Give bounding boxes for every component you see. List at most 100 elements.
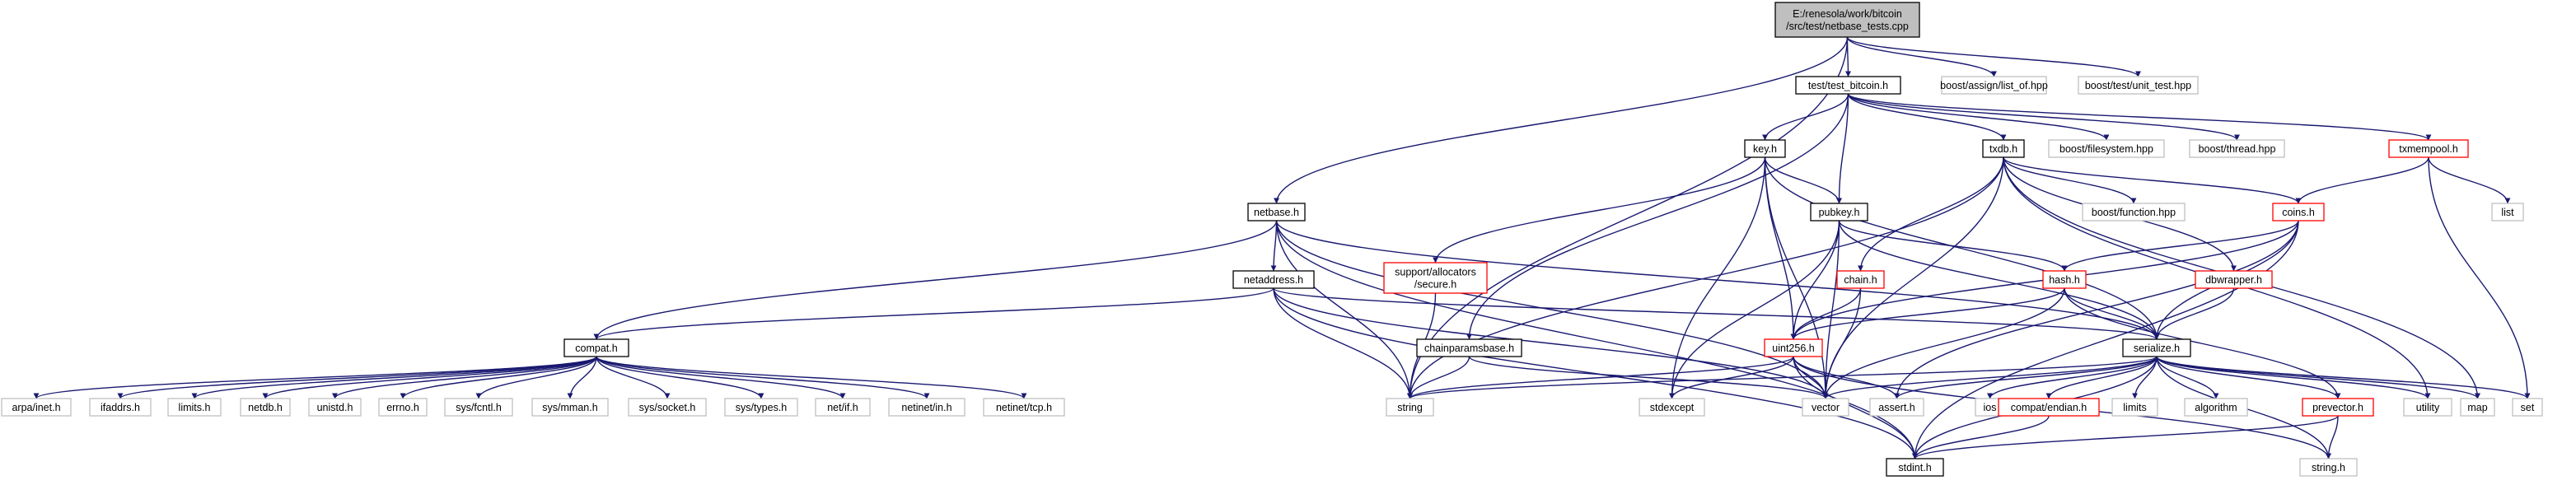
node-boost-thread[interactable]: boost/thread.hpp bbox=[2189, 139, 2285, 158]
node-label: sys/socket.h bbox=[639, 402, 696, 413]
node-coins[interactable]: coins.h bbox=[2272, 203, 2325, 222]
node-netdb[interactable]: netdb.h bbox=[240, 398, 291, 417]
node-netinet-tcp[interactable]: netinet/tcp.h bbox=[983, 398, 1065, 417]
edge-txdb-to-boost_function bbox=[2003, 156, 2137, 204]
node-assert[interactable]: assert.h bbox=[1869, 398, 1924, 417]
node-label: netdb.h bbox=[248, 402, 283, 413]
node-hash[interactable]: hash.h bbox=[2042, 270, 2087, 289]
node-box bbox=[1416, 338, 1522, 357]
node-box bbox=[983, 398, 1065, 417]
node-txmempool[interactable]: txmempool.h bbox=[2388, 139, 2469, 158]
node-algorithm[interactable]: algorithm bbox=[2184, 398, 2248, 417]
edge-root-to-netbase bbox=[1274, 36, 1849, 204]
node-label: string bbox=[1397, 402, 1423, 413]
node-unistd[interactable]: unistd.h bbox=[308, 398, 362, 417]
node-boost-filesystem[interactable]: boost/filesystem.hpp bbox=[2048, 139, 2165, 158]
node-label: ios bbox=[1984, 402, 1997, 413]
node-arpa-inet[interactable]: arpa/inet.h bbox=[1, 398, 72, 417]
edge-txdb-to-coins bbox=[2003, 156, 2302, 204]
edge-netaddress-to-compat bbox=[593, 287, 1274, 340]
node-limits[interactable]: limits bbox=[2111, 398, 2158, 417]
node-box bbox=[1982, 139, 2025, 158]
node-boost-function[interactable]: boost/function.hpp bbox=[2082, 203, 2186, 222]
node-box bbox=[2299, 458, 2358, 477]
node-utility[interactable]: utility bbox=[2403, 398, 2452, 417]
edge-coins-to-stdint bbox=[1912, 220, 2299, 459]
edge-chain-to-uint256 bbox=[1790, 287, 1862, 340]
node-label: limits.h bbox=[179, 402, 211, 413]
node-string[interactable]: string bbox=[1386, 398, 1434, 417]
node-label: netinet/in.h bbox=[901, 402, 951, 413]
node-sys-fcntl[interactable]: sys/fcntl.h bbox=[444, 398, 513, 417]
node-stdexcept[interactable]: stdexcept bbox=[1639, 398, 1705, 417]
edge-compat-to-errno bbox=[400, 356, 597, 399]
edge-key-to-support_alloc bbox=[1433, 156, 1766, 263]
node-pubkey[interactable]: pubkey.h bbox=[1810, 203, 1868, 222]
node-label: vector bbox=[1812, 402, 1840, 413]
node-label: dbwrapper.h bbox=[2205, 274, 2262, 286]
edge-netaddress-to-vector bbox=[1273, 287, 1829, 399]
edge-prevector-to-string_h bbox=[2326, 415, 2339, 459]
node-box bbox=[1810, 203, 1868, 222]
node-sys-socket[interactable]: sys/socket.h bbox=[628, 398, 707, 417]
node-label: chain.h bbox=[1844, 274, 1877, 286]
node-label: boost/test/unit_test.hpp bbox=[2085, 80, 2191, 91]
node-box bbox=[1795, 76, 1901, 95]
node-txdb[interactable]: txdb.h bbox=[1982, 139, 2025, 158]
edge-serialize-to-map bbox=[2156, 356, 2480, 399]
node-box bbox=[2184, 398, 2248, 417]
edge-test_bitcoin-to-chainparamsbase bbox=[1466, 93, 1849, 340]
node-prevector[interactable]: prevector.h bbox=[2302, 398, 2374, 417]
node-netaddress[interactable]: netaddress.h bbox=[1232, 270, 1315, 289]
edge-txmempool-to-coins bbox=[2295, 156, 2429, 204]
node-test-bitcoin[interactable]: test/test_bitcoin.h bbox=[1795, 76, 1901, 95]
node-label: txmempool.h bbox=[2399, 143, 2458, 155]
node-uint256[interactable]: uint256.h bbox=[1764, 338, 1823, 357]
node-netbase[interactable]: netbase.h bbox=[1247, 203, 1306, 222]
node-string-h[interactable]: string.h bbox=[2299, 458, 2358, 477]
node-sys-mman[interactable]: sys/mman.h bbox=[531, 398, 609, 417]
node-label: list bbox=[2501, 207, 2514, 218]
node-net-if[interactable]: net/if.h bbox=[815, 398, 871, 417]
node-box bbox=[89, 398, 152, 417]
edge-pubkey-to-hash bbox=[1838, 220, 2068, 272]
node-errno[interactable]: errno.h bbox=[378, 398, 428, 417]
edge-txdb-to-chain bbox=[1858, 156, 2004, 272]
node-box bbox=[2302, 398, 2374, 417]
edge-uint256-to-assert bbox=[1793, 356, 1900, 399]
edge-root-to-boost_assign bbox=[1846, 36, 1997, 77]
node-box bbox=[2122, 338, 2191, 357]
node-chain[interactable]: chain.h bbox=[1836, 270, 1885, 289]
node-limits-h[interactable]: limits.h bbox=[167, 398, 222, 417]
node-label: string.h bbox=[2312, 462, 2345, 473]
node-key[interactable]: key.h bbox=[1744, 139, 1786, 158]
node-set[interactable]: set bbox=[2512, 398, 2543, 417]
node-netinet-in[interactable]: netinet/in.h bbox=[888, 398, 965, 417]
node-box bbox=[2272, 203, 2325, 222]
node-compat-endian[interactable]: compat/endian.h bbox=[1998, 398, 2100, 417]
edge-serialize-to-algorithm bbox=[2156, 356, 2219, 399]
node-box bbox=[628, 398, 707, 417]
node-sys-types[interactable]: sys/types.h bbox=[724, 398, 798, 417]
edge-compat-to-arpa_inet bbox=[33, 356, 597, 399]
edge-txmempool-to-set bbox=[2428, 156, 2531, 399]
edge-netaddress-to-string bbox=[1273, 287, 1413, 399]
node-box bbox=[1383, 262, 1488, 294]
node-ifaddrs[interactable]: ifaddrs.h bbox=[89, 398, 152, 417]
node-label: sys/mman.h bbox=[542, 402, 597, 413]
node-vector[interactable]: vector bbox=[1802, 398, 1849, 417]
edge-test_bitcoin-to-boost_thread bbox=[1847, 93, 2240, 141]
node-boost-unit-test[interactable]: boost/test/unit_test.hpp bbox=[2078, 76, 2199, 95]
node-compat[interactable]: compat.h bbox=[563, 338, 629, 357]
node-chainparamsbase[interactable]: chainparamsbase.h bbox=[1416, 338, 1522, 357]
node-stdint[interactable]: stdint.h bbox=[1886, 458, 1944, 477]
node-map[interactable]: map bbox=[2460, 398, 2495, 417]
node-label: algorithm bbox=[2195, 402, 2237, 413]
node-boost-assign[interactable]: boost/assign/list_of.hpp bbox=[1940, 76, 2048, 95]
node-box bbox=[1836, 270, 1885, 289]
node-box bbox=[1232, 270, 1315, 289]
node-list[interactable]: list bbox=[2491, 203, 2524, 222]
node-support-alloc[interactable]: support/allocators/secure.h bbox=[1383, 262, 1488, 294]
node-serialize[interactable]: serialize.h bbox=[2122, 338, 2191, 357]
node-dbwrapper[interactable]: dbwrapper.h bbox=[2195, 270, 2273, 289]
